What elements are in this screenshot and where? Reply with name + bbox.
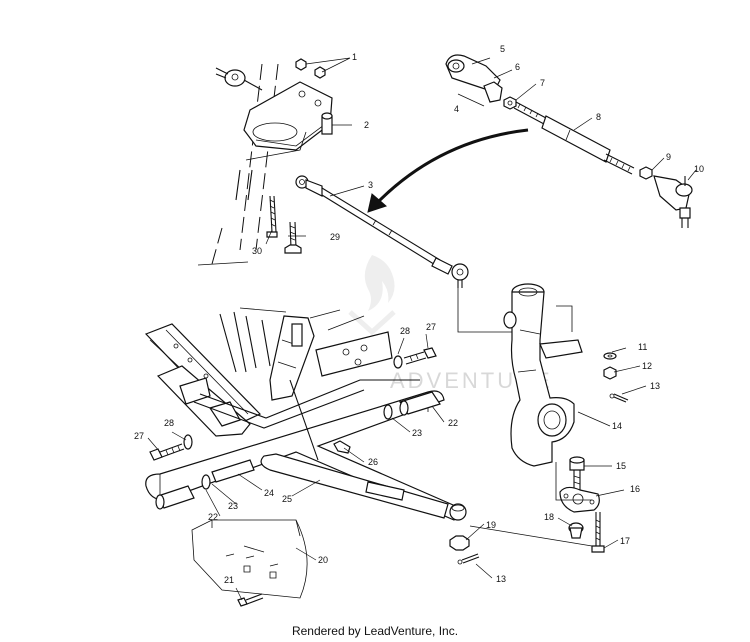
callout-4: 4: [454, 104, 459, 114]
castle-nut-19: [449, 535, 470, 551]
a-arm: [145, 390, 467, 521]
bolt-21: [237, 593, 264, 607]
callout-2: 2: [364, 120, 369, 130]
callout-26: 26: [368, 457, 378, 467]
callout-30: 30: [252, 246, 262, 256]
callout-21: 21: [224, 575, 234, 585]
cotter-pin-13-upper: [609, 393, 629, 403]
callout-10: 10: [694, 164, 704, 174]
callout-6: 6: [515, 62, 520, 72]
callout-9: 9: [666, 152, 671, 162]
callout-7: 7: [540, 78, 545, 88]
callout-23-right: 23: [412, 428, 422, 438]
callout-22-right: 22: [448, 418, 458, 428]
pointer-line: [289, 379, 319, 461]
watermark-logo: [348, 255, 396, 336]
steering-knuckle-14: [457, 283, 583, 467]
washer-28-left: [183, 434, 193, 450]
chassis-frame: [144, 307, 420, 437]
callout-20: 20: [318, 555, 328, 565]
tie-rod-3: [295, 175, 469, 288]
cotter-pin-13-lower: [457, 553, 480, 565]
footer-credit: Rendered by LeadVenture, Inc.: [291, 624, 459, 638]
bolt-15: [569, 456, 585, 492]
washer-23-lower: [201, 474, 211, 490]
nut-1-pair: [295, 58, 326, 79]
washer-11: [603, 352, 617, 360]
callout-12: 12: [642, 361, 652, 371]
callout-13-lower: 13: [496, 574, 506, 584]
pivot-bushing-22-upper: [399, 391, 441, 416]
callout-29: 29: [330, 232, 340, 242]
callout-18: 18: [544, 512, 554, 522]
pivot-tube-24: [211, 459, 255, 483]
tie-rod-end-assembly: [445, 54, 693, 228]
callout-23-left: 23: [228, 501, 238, 511]
callout-24: 24: [264, 488, 274, 498]
callout-25: 25: [282, 494, 292, 504]
callout-15: 15: [616, 461, 626, 471]
callout-28-left: 28: [164, 418, 174, 428]
callout-1: 1: [352, 52, 357, 62]
callout-3: 3: [368, 180, 373, 190]
callout-13-upper: 13: [650, 381, 660, 391]
callout-27-right: 27: [426, 322, 436, 332]
leader-lines: [147, 57, 697, 601]
callout-22-left: 22: [208, 512, 218, 522]
bolt-29: [284, 221, 302, 254]
callout-8: 8: [596, 112, 601, 122]
skid-plate-20: [191, 519, 308, 599]
callout-labels: 1 2 3 4 5 6 7 8 9 10 11 12 13 14 15 16 1…: [134, 44, 704, 585]
pivot-bushing-22-lower: [155, 485, 195, 510]
spindle-guide-line: [555, 462, 592, 501]
callout-27-left: 27: [134, 431, 144, 441]
direction-arrow: [367, 128, 529, 213]
callout-14: 14: [612, 421, 622, 431]
bolt-17: [591, 512, 605, 553]
steering-column: [197, 63, 333, 266]
callout-11: 11: [638, 342, 647, 352]
washer-23-upper: [383, 404, 393, 420]
washer-28-right: [393, 355, 403, 369]
castle-nut-12: [603, 366, 617, 380]
callout-19: 19: [486, 520, 496, 530]
callout-16: 16: [630, 484, 640, 494]
spindle-guide-line-2: [469, 525, 593, 547]
bolt-27-left: [149, 443, 185, 461]
callout-5: 5: [500, 44, 505, 54]
bolt-27-right: [403, 347, 437, 365]
callout-28-right: 28: [400, 326, 410, 336]
callout-17: 17: [620, 536, 630, 546]
ball-joint-18: [568, 522, 584, 539]
